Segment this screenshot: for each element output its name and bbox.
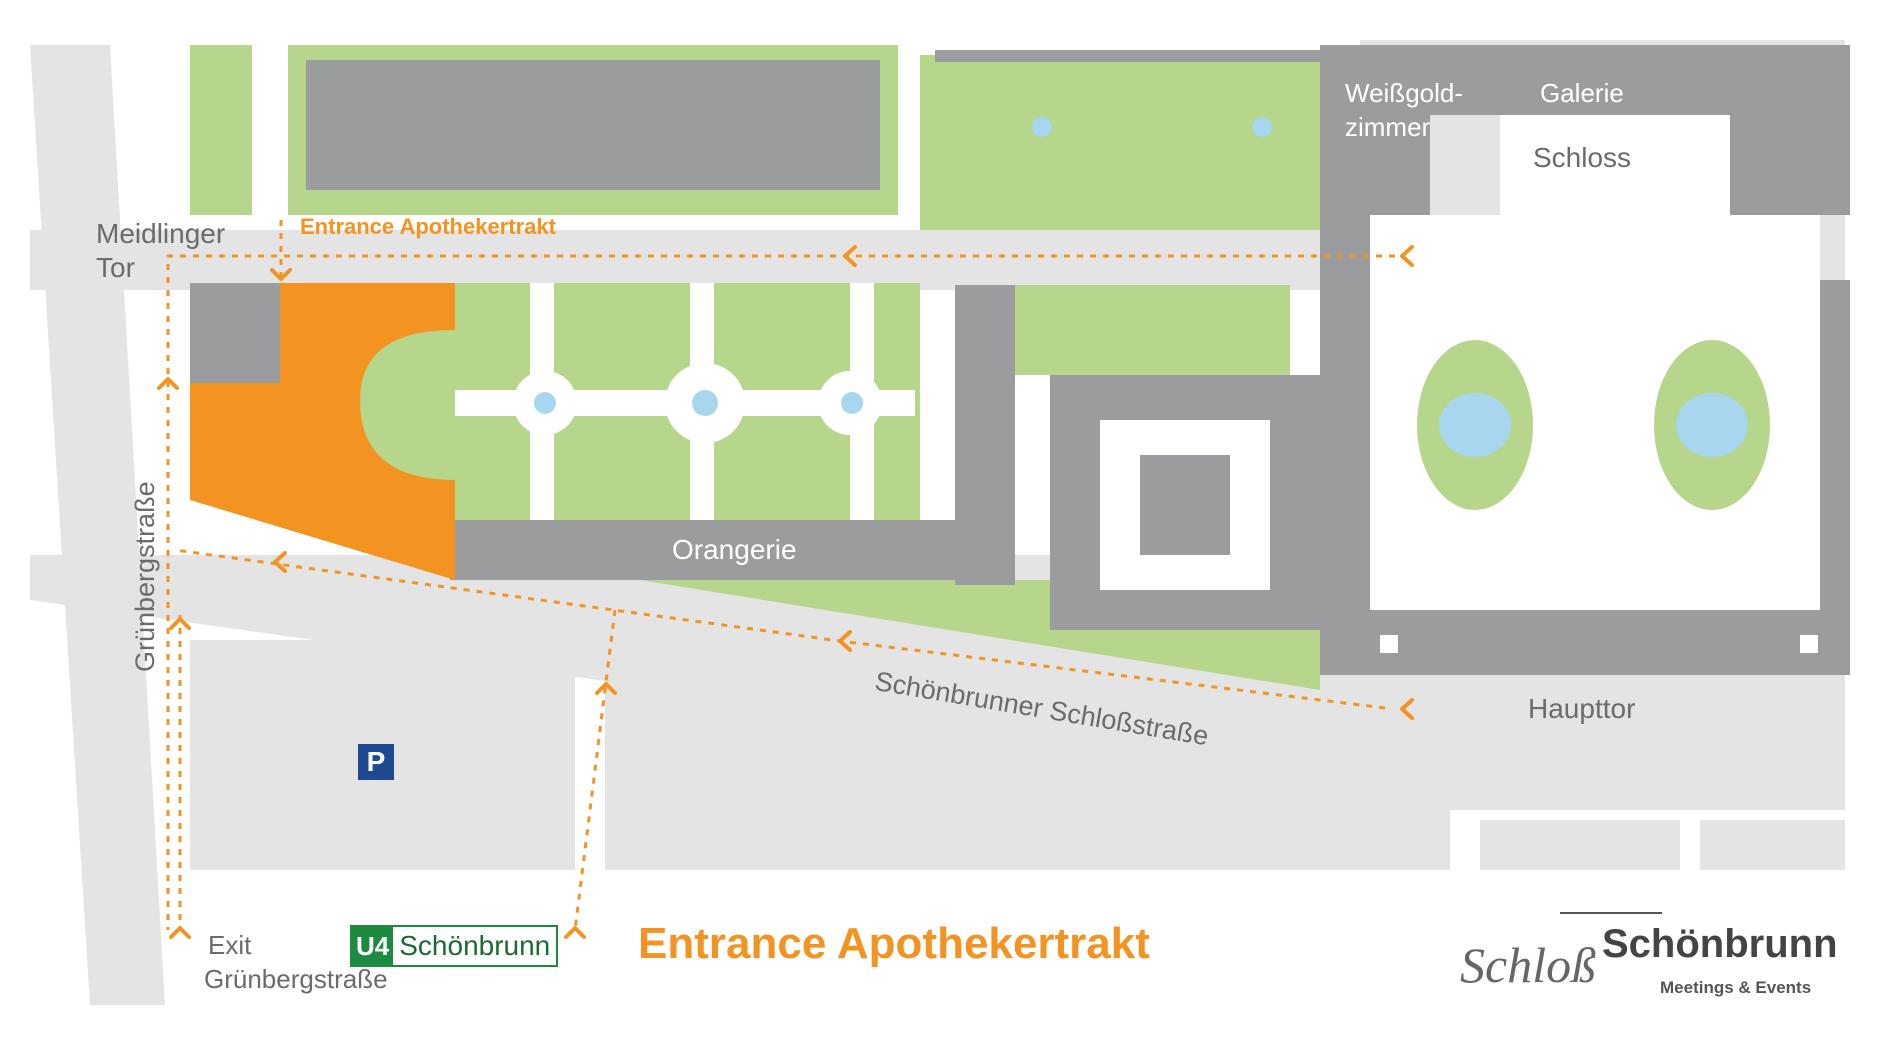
arrow-down-icon	[270, 268, 292, 281]
label-gruenbergstrasse: Grünbergstraße	[130, 481, 160, 672]
courtyard-center	[1140, 455, 1230, 555]
fountain-4	[841, 392, 863, 414]
bottom-road-right	[1480, 820, 1680, 870]
schloss-east-lower	[1820, 280, 1850, 675]
tower-marker-left	[1380, 635, 1398, 653]
top-building	[306, 60, 880, 190]
tower-marker-right	[1800, 635, 1818, 653]
upper-parterre-frame	[935, 50, 1335, 62]
logo-subtitle: Meetings & Events	[1660, 978, 1812, 997]
orangerie-building	[450, 520, 1010, 580]
fountain-5	[1032, 117, 1052, 137]
u4-station-name: Schönbrunn	[399, 930, 551, 961]
central-block	[955, 285, 1015, 585]
arrow-left-icon	[1400, 245, 1414, 267]
logo-script: Schloß	[1460, 937, 1597, 993]
label-schloss: Schloss	[1533, 142, 1632, 173]
logo-name: Schönbrunn	[1602, 922, 1838, 966]
label-orangerie: Orangerie	[672, 534, 797, 565]
label-entrance-small: Entrance Apothekertrakt	[300, 214, 556, 239]
arrow-left-icon	[838, 630, 852, 652]
arrow-left-icon	[843, 245, 857, 267]
schloss-court-top	[1500, 115, 1730, 215]
label-galerie: Galerie	[1540, 78, 1624, 108]
u4-station-sign: U4 Schönbrunn	[350, 925, 559, 967]
apothekertrakt-curve	[360, 330, 455, 480]
logo-rule	[1560, 912, 1662, 914]
label-haupttor: Haupttor	[1528, 693, 1636, 724]
arrow-up-icon	[169, 926, 191, 939]
pond-water-left	[1439, 393, 1511, 457]
schoenbrunn-logo: Schloß Schönbrunn Meetings & Events	[1460, 906, 1860, 1006]
parking-icon: P	[358, 744, 394, 780]
u4-line-badge: U4	[352, 927, 394, 965]
ponds	[1417, 340, 1770, 510]
arrow-left-icon	[273, 551, 287, 573]
fountain-2	[534, 392, 556, 414]
arrow-left-icon	[1400, 698, 1414, 720]
arrow-up-icon	[169, 617, 191, 630]
pond-water-right	[1676, 393, 1748, 457]
garden-strip-left	[190, 45, 252, 215]
label-weissgoldzimmer: Weißgold- zimmer	[1345, 78, 1464, 142]
arrow-up-icon	[157, 377, 179, 390]
arrow-up-icon	[564, 926, 586, 939]
garden-center	[1010, 285, 1290, 375]
garden-upper-parterre	[920, 55, 1360, 230]
west-wing	[190, 283, 280, 383]
route-upper	[166, 254, 1395, 930]
schloss-south	[1320, 610, 1850, 675]
fountain-6	[1252, 117, 1272, 137]
label-exit: Exit Grünbergstraße	[204, 930, 388, 994]
bottom-road-right2	[1700, 820, 1845, 870]
fountain-3	[692, 390, 718, 416]
label-meidlinger-tor: Meidlinger Tor	[96, 218, 226, 283]
label-entrance-title: Entrance Apothekertrakt	[638, 919, 1150, 968]
schloss-east	[1730, 45, 1850, 215]
route-u4	[573, 609, 617, 931]
arrow-up-icon	[595, 682, 617, 695]
meidlinger-tor-road	[30, 230, 1370, 290]
route-arrows	[157, 245, 1414, 939]
lower-area	[605, 655, 1450, 870]
